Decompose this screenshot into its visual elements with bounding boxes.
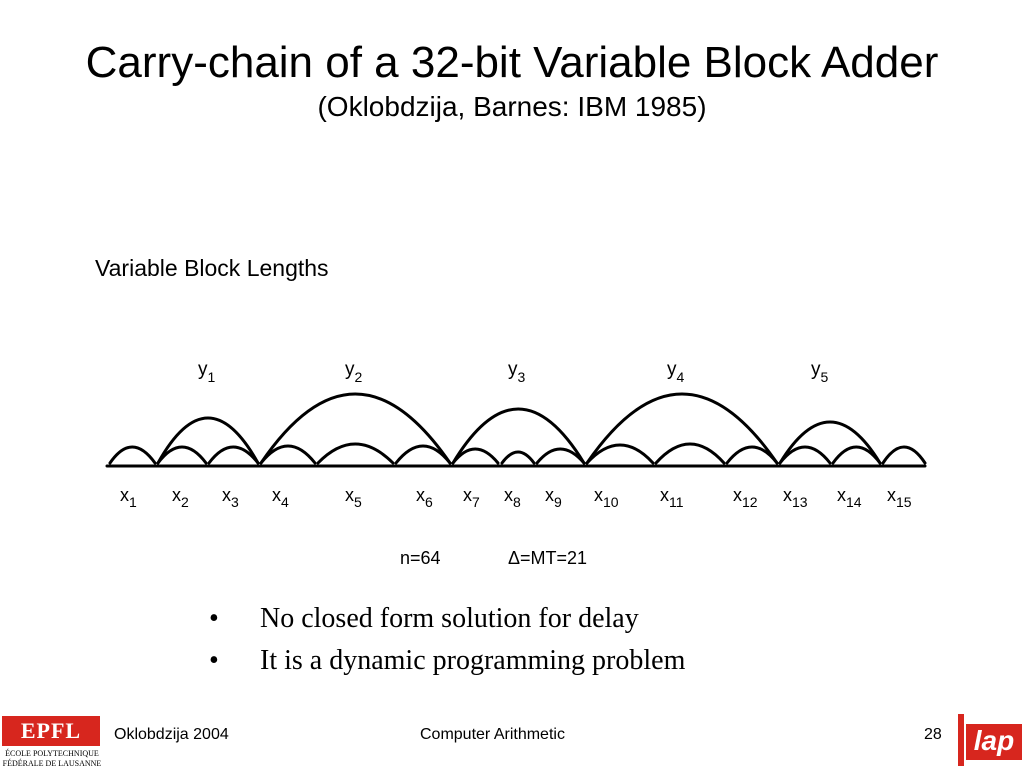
label-x12: x12 [733, 485, 758, 510]
group-arc-y5 [778, 420, 882, 465]
label-x15: x15 [887, 485, 912, 510]
footer-course: Computer Arithmetic [420, 726, 565, 743]
label-x6: x6 [416, 485, 433, 510]
epfl-logo-line2: FÉDÉRALE DE LAUSANNE [2, 759, 102, 768]
lap-logo: lap [958, 714, 1022, 766]
carry-chain-diagram: y1 y2 y3 y4 y5 x1 x2 x3 x4 x5 x6 x7 x8 x… [105, 359, 927, 568]
label-y2: y2 [345, 359, 363, 385]
slide-subtitle: (Oklobdzija, Barnes: IBM 1985) [317, 91, 707, 122]
label-x9: x9 [545, 485, 562, 510]
label-y4: y4 [667, 359, 685, 385]
block-arc-x1 [108, 445, 157, 465]
block-arc-x6 [394, 444, 452, 465]
slide-footer: EPFL ÉCOLE POLYTECHNIQUE FÉDÉRALE DE LAU… [0, 710, 1024, 768]
label-x8: x8 [504, 485, 521, 510]
bullet-list: • No closed form solution for delay • It… [205, 598, 685, 682]
label-x13: x13 [783, 485, 808, 510]
label-y1: y1 [198, 359, 216, 385]
group-arc-y4 [585, 392, 779, 465]
label-y5: y5 [811, 359, 829, 385]
bullet-item: • It is a dynamic programming problem [205, 640, 685, 682]
block-arc-x8 [500, 450, 536, 465]
bullet-text: No closed form solution for delay [260, 603, 639, 634]
bullet-text: It is a dynamic programming problem [260, 645, 686, 676]
label-x4: x4 [272, 485, 289, 510]
label-x10: x10 [594, 485, 619, 510]
group-arc-y1 [156, 416, 260, 465]
label-x11: x11 [660, 485, 684, 510]
label-x14: x14 [837, 485, 862, 510]
section-label: Variable Block Lengths [95, 255, 329, 281]
label-x2: x2 [172, 485, 189, 510]
page-number: 28 [924, 726, 942, 743]
footer-author: Oklobdzija 2004 [114, 726, 229, 743]
epfl-logo-line1: ÉCOLE POLYTECHNIQUE [5, 749, 99, 758]
block-arc-x14 [831, 445, 882, 465]
epfl-logo-mark: EPFL [2, 716, 100, 746]
block-arc-x11 [654, 442, 726, 465]
bullet-item: • No closed form solution for delay [205, 598, 685, 640]
epfl-logo: EPFL ÉCOLE POLYTECHNIQUE FÉDÉRALE DE LAU… [2, 714, 102, 768]
block-arc-x15 [881, 445, 927, 465]
lap-logo-bar [958, 714, 964, 766]
bullet-marker: • [209, 603, 219, 634]
label-x7: x7 [463, 485, 480, 510]
block-arc-x10 [585, 443, 655, 465]
param-delta: Δ=MT=21 [508, 548, 587, 568]
block-arc-x4 [259, 444, 317, 465]
label-x1: x1 [120, 485, 137, 510]
label-x5: x5 [345, 485, 362, 510]
bullet-marker: • [209, 645, 219, 676]
lap-logo-mark: lap [966, 724, 1022, 760]
label-x3: x3 [222, 485, 239, 510]
slide-title: Carry-chain of a 32-bit Variable Block A… [85, 38, 939, 87]
block-arc-x5 [316, 442, 395, 465]
param-n: n=64 [400, 548, 441, 568]
label-y3: y3 [508, 359, 526, 385]
group-arc-y2 [259, 392, 452, 465]
group-arc-y3 [451, 407, 586, 465]
